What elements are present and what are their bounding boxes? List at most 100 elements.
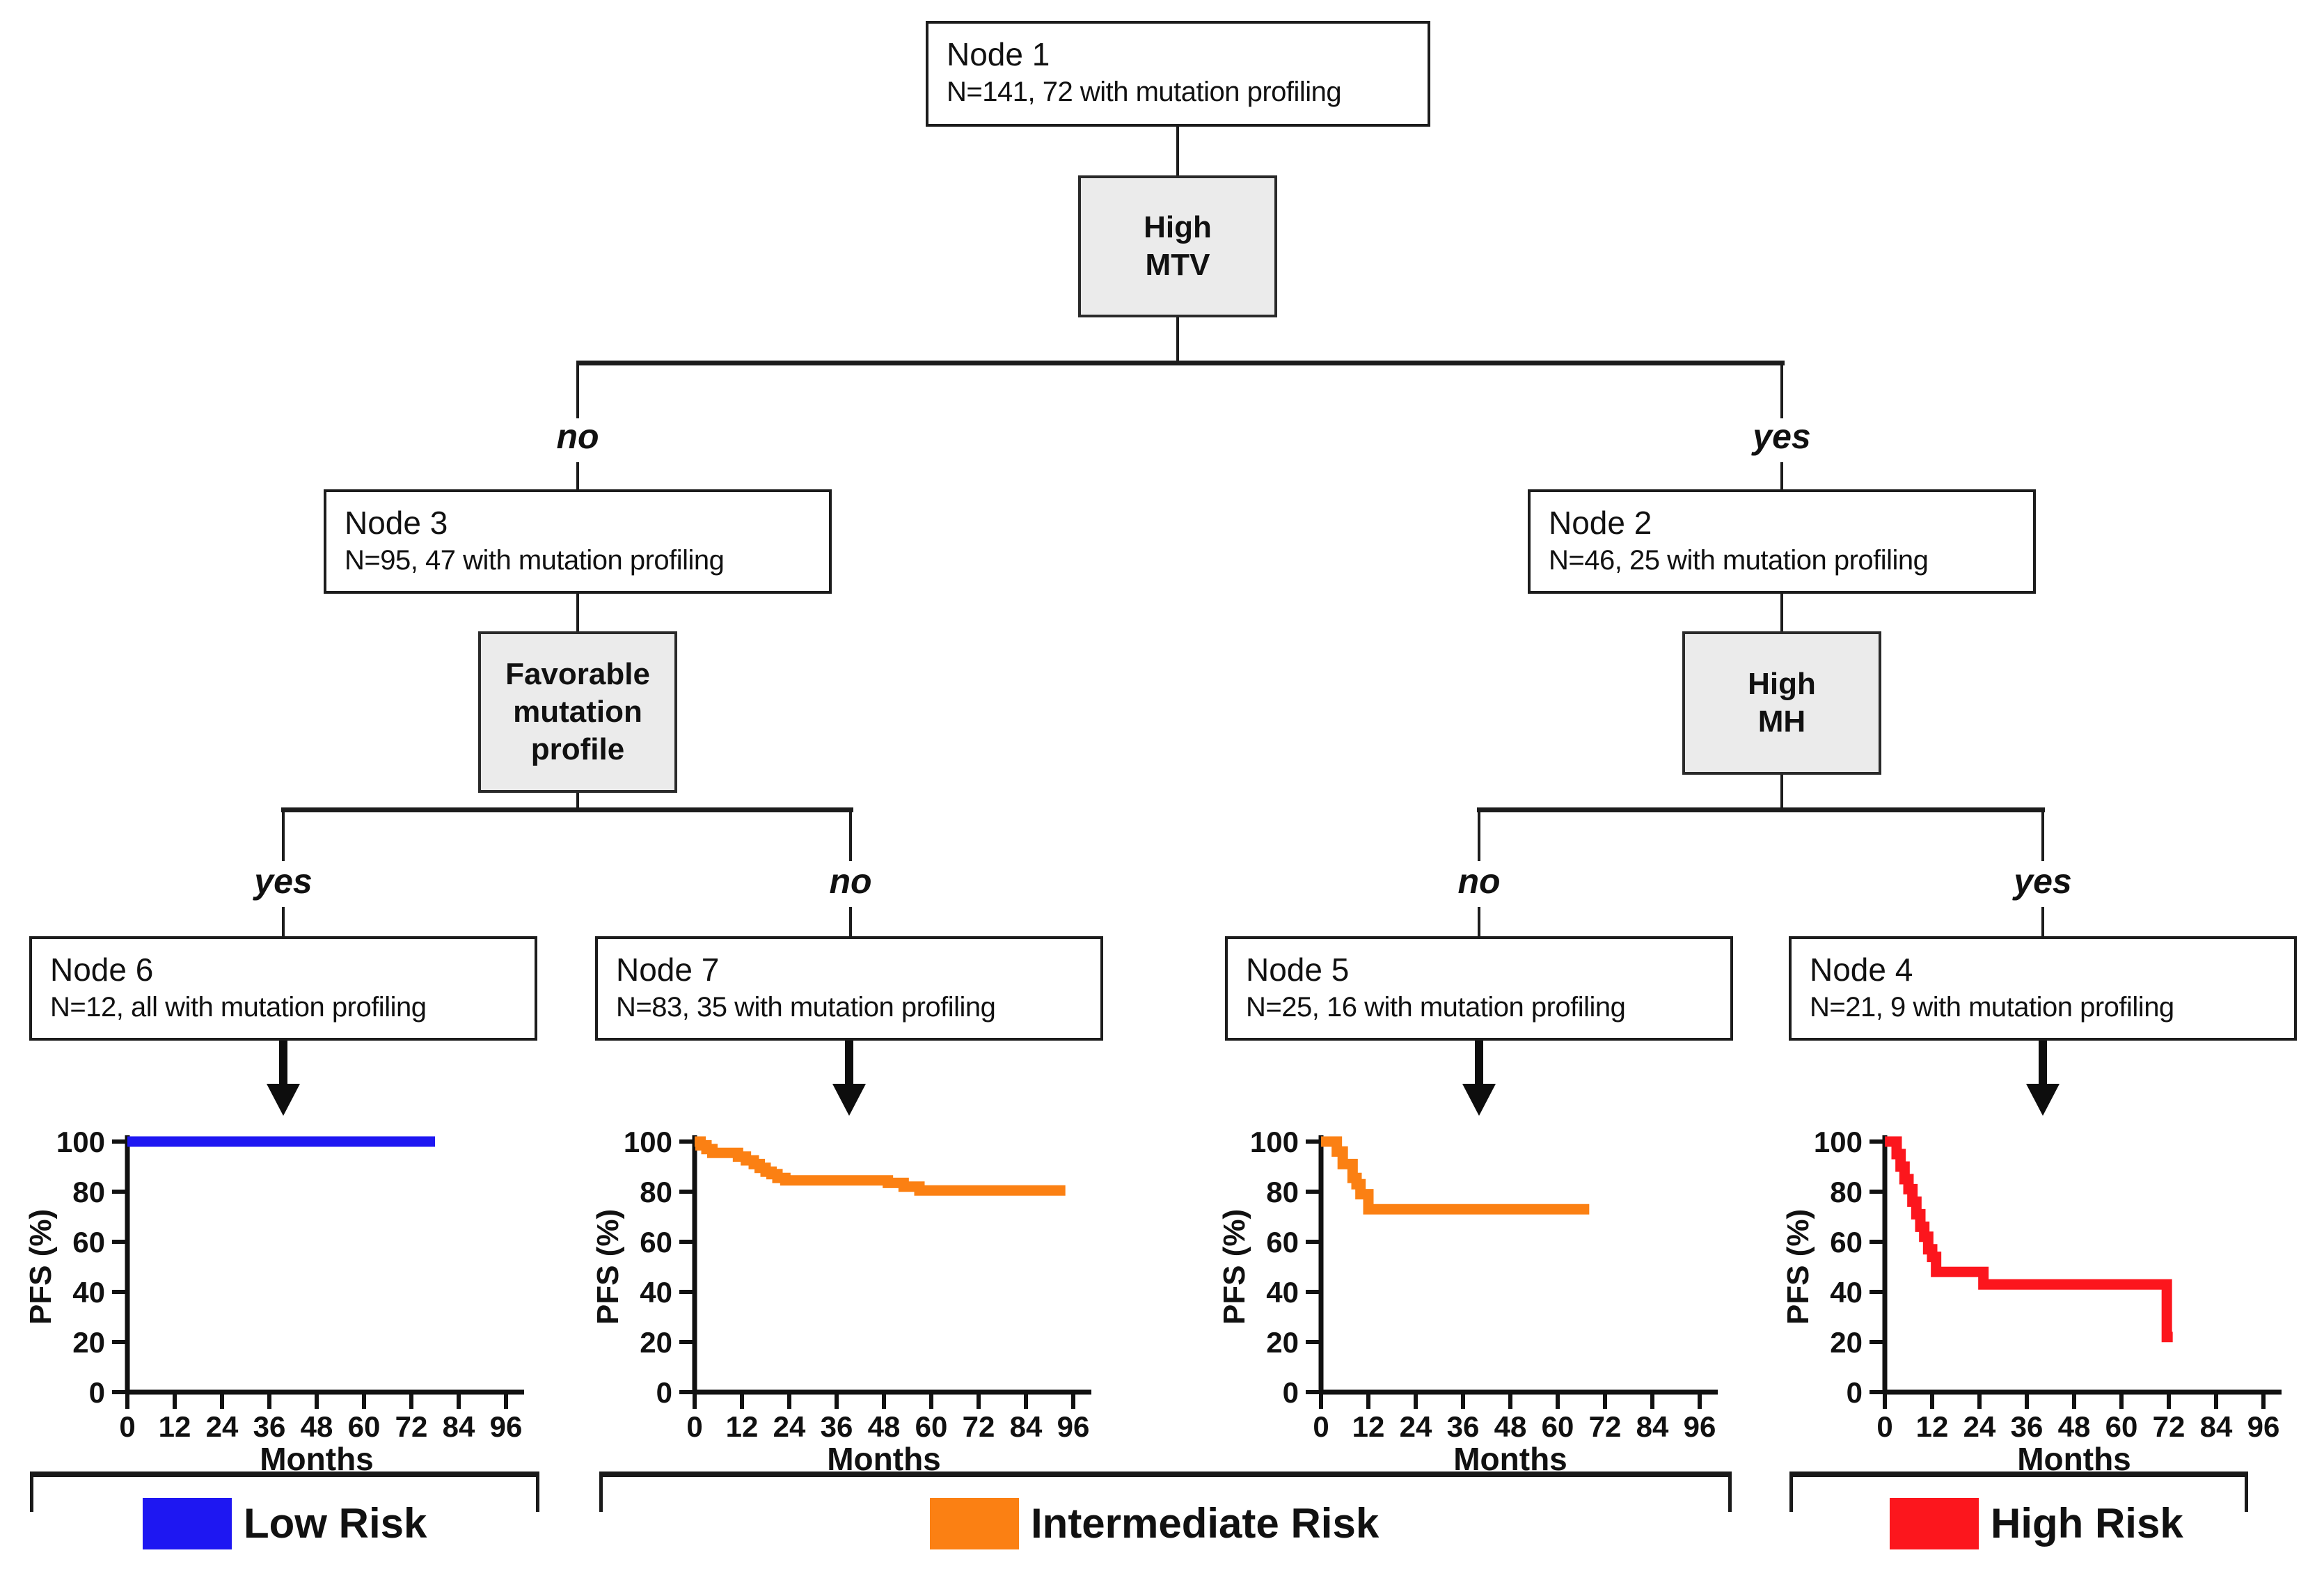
km-survival-curve [1885, 1136, 2173, 1343]
decision-high-mh-line2: MH [1757, 704, 1806, 739]
decision-favorable-line1: Favorable [505, 657, 650, 692]
node-6-subtitle: N=12, all with mutation profiling [50, 991, 427, 1023]
node-1-subtitle: N=141, 72 with mutation profiling [947, 76, 1342, 107]
decision-high-mtv: High MTV [1078, 175, 1277, 317]
decision-favorable-line3: profile [530, 732, 625, 766]
x-tick-label: 72 [1589, 1410, 1622, 1443]
down-arrow-icon [279, 1041, 287, 1085]
down-arrow-icon [2026, 1084, 2060, 1116]
node-4-title: Node 4 [1810, 952, 1913, 988]
x-tick-label: 12 [1916, 1410, 1949, 1443]
x-tick-label: 0 [119, 1410, 135, 1443]
x-tick-label: 60 [915, 1410, 948, 1443]
km-survival-curve [1321, 1136, 1590, 1215]
tree-node-6: Node 6 N=12, all with mutation profiling [29, 936, 537, 1041]
decision-high-mh-line1: High [1748, 667, 1816, 702]
x-tick-label: 48 [868, 1410, 901, 1443]
branch-label-mutation-no: no [829, 862, 872, 901]
x-tick-label: 96 [1057, 1410, 1090, 1443]
legend-swatch-low-risk [143, 1498, 232, 1549]
connector-line [576, 365, 579, 418]
connector-line [576, 594, 579, 631]
connector-line [849, 907, 852, 936]
branch-label-mutation-yes: yes [254, 862, 313, 901]
connector-line [282, 812, 285, 861]
y-axis-title: PFS (%) [1217, 1209, 1251, 1325]
y-tick-label: 60 [640, 1226, 672, 1259]
down-arrow-icon [267, 1084, 300, 1116]
connector-line [576, 462, 579, 490]
x-tick-label: 60 [2105, 1410, 2138, 1443]
y-tick-label: 60 [1830, 1226, 1863, 1259]
node-7-title: Node 7 [616, 952, 720, 988]
x-tick-label: 84 [1636, 1410, 1669, 1443]
x-tick-label: 96 [490, 1410, 523, 1443]
x-tick-label: 48 [1494, 1410, 1527, 1443]
y-tick-label: 20 [1830, 1326, 1863, 1359]
x-tick-label: 12 [726, 1410, 759, 1443]
x-tick-label: 84 [443, 1410, 475, 1443]
legend-swatch-intermediate-risk [930, 1498, 1019, 1549]
connector-line [1176, 317, 1179, 363]
y-tick-label: 0 [89, 1376, 105, 1409]
y-axis-title: PFS (%) [591, 1209, 625, 1325]
down-arrow-icon [832, 1084, 866, 1116]
connector-line [576, 361, 1785, 365]
x-tick-label: 72 [963, 1410, 995, 1443]
x-tick-label: 36 [253, 1410, 286, 1443]
legend-label-low-risk: Low Risk [244, 1500, 427, 1547]
group-bracket-high-risk [1789, 1472, 2248, 1512]
x-axis-title: Months [260, 1441, 374, 1477]
x-tick-label: 36 [2011, 1410, 2044, 1443]
node-6-title: Node 6 [50, 952, 154, 988]
node-3-subtitle: N=95, 47 with mutation profiling [345, 544, 725, 576]
node-7-subtitle: N=83, 35 with mutation profiling [616, 991, 996, 1023]
x-axis-title: Months [1453, 1441, 1567, 1477]
km-survival-curve [695, 1136, 1066, 1196]
group-bracket-low-risk [30, 1472, 539, 1512]
y-tick-label: 40 [1830, 1276, 1863, 1309]
y-tick-label: 80 [640, 1176, 672, 1208]
connector-line [1176, 127, 1179, 175]
down-arrow-icon [2039, 1041, 2047, 1085]
x-tick-label: 36 [821, 1410, 853, 1443]
connector-line [1780, 594, 1783, 631]
x-tick-label: 24 [1963, 1410, 1996, 1443]
y-tick-label: 0 [656, 1376, 672, 1409]
connector-line [1780, 775, 1783, 811]
x-tick-label: 96 [2247, 1410, 2280, 1443]
x-tick-label: 24 [773, 1410, 806, 1443]
y-axis-title: PFS (%) [1781, 1209, 1815, 1325]
decision-high-mh: High MH [1682, 631, 1881, 775]
x-axis-title: Months [827, 1441, 941, 1477]
tree-node-2: Node 2 N=46, 25 with mutation profiling [1528, 489, 2036, 594]
branch-label-mtv-no: no [556, 417, 599, 456]
connector-line [1478, 812, 1480, 861]
x-tick-label: 84 [2200, 1410, 2233, 1443]
y-tick-label: 20 [72, 1326, 105, 1359]
x-axis-title: Months [2017, 1441, 2131, 1477]
node-2-subtitle: N=46, 25 with mutation profiling [1549, 544, 1929, 576]
x-tick-label: 48 [2058, 1410, 2091, 1443]
y-tick-label: 60 [72, 1226, 105, 1259]
decision-high-mtv-line1: High [1144, 210, 1212, 245]
connector-line [2041, 812, 2044, 861]
node-2-title: Node 2 [1549, 505, 1652, 541]
branch-label-mh-no: no [1457, 862, 1501, 901]
connector-line [282, 907, 285, 936]
down-arrow-icon [1475, 1041, 1483, 1085]
connector-line [2041, 907, 2044, 936]
x-tick-label: 24 [206, 1410, 239, 1443]
y-tick-label: 40 [72, 1276, 105, 1309]
connector-line [1780, 462, 1783, 490]
x-tick-label: 60 [1542, 1410, 1574, 1443]
y-tick-label: 80 [1830, 1176, 1863, 1208]
y-tick-label: 80 [72, 1176, 105, 1208]
